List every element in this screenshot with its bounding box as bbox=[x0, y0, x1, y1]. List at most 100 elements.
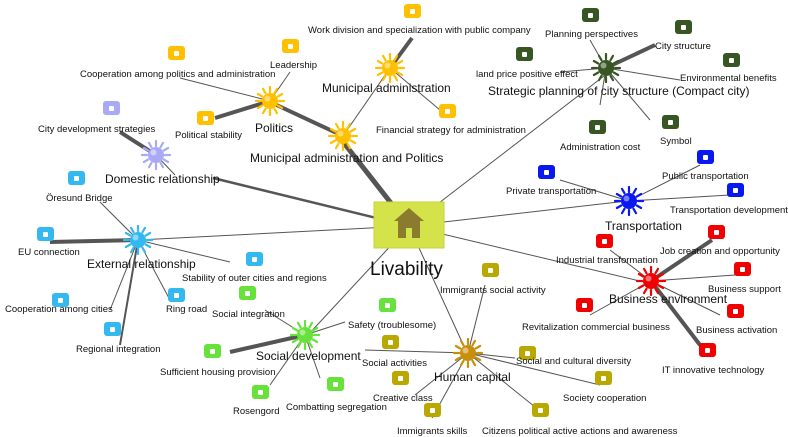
leaf-label: Immigrants social activity bbox=[440, 285, 546, 296]
leaf-label: Business activation bbox=[696, 325, 777, 336]
leaf-label: Rosengord bbox=[233, 406, 279, 417]
leaf-label: Work division and specialization with pu… bbox=[308, 25, 531, 36]
sun-icon bbox=[374, 52, 406, 84]
leaf-label: Society cooperation bbox=[563, 393, 646, 404]
group-label-municipal-politics: Municipal administration and Politics bbox=[250, 151, 443, 165]
leaf-label: Safety (troublesome) bbox=[348, 320, 436, 331]
leaf-label: Private transportation bbox=[506, 186, 596, 197]
connector-line bbox=[559, 179, 630, 202]
leaf-label: Leadership bbox=[270, 60, 317, 71]
connector-line bbox=[109, 239, 139, 311]
connector-line bbox=[137, 239, 231, 263]
tag-icon bbox=[246, 252, 263, 266]
tag-icon bbox=[404, 4, 421, 18]
leaf-label: Social activities bbox=[362, 358, 427, 369]
leaf-label: City structure bbox=[655, 41, 711, 52]
sun-icon bbox=[122, 224, 154, 256]
group-label-human: Human capital bbox=[434, 370, 511, 384]
tag-icon bbox=[727, 304, 744, 318]
leaf-label: Cooperation among cities bbox=[5, 304, 113, 315]
leaf-label: Social integration bbox=[212, 309, 285, 320]
tag-icon bbox=[699, 343, 716, 357]
tag-icon bbox=[439, 104, 456, 118]
leaf-label: Social and cultural diversity bbox=[516, 356, 631, 367]
tag-icon bbox=[392, 371, 409, 385]
tag-icon bbox=[708, 225, 725, 239]
group-label-municipal-admin: Municipal administration bbox=[322, 81, 451, 95]
leaf-label: Ring road bbox=[166, 304, 207, 315]
leaf-label: Immigrants skills bbox=[397, 426, 467, 437]
tag-icon bbox=[532, 403, 549, 417]
tag-icon bbox=[576, 298, 593, 312]
connector-line bbox=[364, 349, 469, 354]
group-label-domestic: Domestic relationship bbox=[105, 172, 220, 186]
leaf-label: Revitalization commercial business bbox=[522, 322, 670, 333]
connector-line bbox=[179, 77, 271, 102]
leaf-label: Sufficient housing provision bbox=[160, 367, 275, 378]
connector-line bbox=[99, 201, 139, 241]
tag-icon bbox=[675, 20, 692, 34]
center-connector bbox=[408, 200, 628, 227]
leaf-label: Creative class bbox=[373, 393, 433, 404]
sun-icon bbox=[254, 85, 286, 117]
tag-icon bbox=[589, 120, 606, 134]
tag-icon bbox=[727, 183, 744, 197]
leaf-label: Business support bbox=[708, 284, 781, 295]
leaf-label: Öresund Bridge bbox=[46, 193, 113, 204]
center-connector bbox=[137, 225, 410, 241]
leaf-label: Environmental benefits bbox=[680, 73, 777, 84]
group-label-strategic-planning: Strategic planning of city structure (Co… bbox=[488, 84, 749, 98]
leaf-label: Industrial transformation bbox=[556, 255, 658, 266]
leaf-label: Stability of outer cities and regions bbox=[182, 273, 327, 284]
connector-line bbox=[467, 352, 546, 416]
connector-line bbox=[119, 239, 139, 346]
tag-icon bbox=[482, 263, 499, 277]
connector-line bbox=[649, 279, 702, 347]
tag-icon bbox=[282, 39, 299, 53]
leaf-label: Administration cost bbox=[560, 142, 641, 153]
leaf-label: Public transportation bbox=[662, 171, 749, 182]
group-label-external: External relationship bbox=[87, 257, 196, 271]
tag-icon bbox=[582, 8, 599, 22]
leaf-label: City development strategies bbox=[38, 124, 155, 135]
group-label-business: Business environment bbox=[609, 292, 728, 306]
tag-icon bbox=[204, 344, 221, 358]
connector-line bbox=[229, 333, 306, 354]
tag-icon bbox=[37, 227, 54, 241]
center-connector bbox=[408, 75, 605, 227]
connector-line bbox=[214, 99, 271, 120]
tag-icon bbox=[252, 385, 269, 399]
group-label-social: Social development bbox=[256, 349, 361, 363]
leaf-label: Planning perspectives bbox=[545, 29, 638, 40]
leaf-label: EU connection bbox=[18, 247, 80, 258]
connector-line bbox=[605, 67, 651, 121]
tag-icon bbox=[103, 101, 120, 115]
tag-icon bbox=[52, 293, 69, 307]
center-title: Livability bbox=[370, 259, 443, 280]
center-connector bbox=[408, 225, 649, 284]
leaf-label: Political stability bbox=[175, 130, 242, 141]
tag-icon bbox=[239, 286, 256, 300]
connector-line bbox=[389, 67, 441, 111]
leaf-label: Symbol bbox=[660, 136, 692, 147]
group-label-politics: Politics bbox=[255, 121, 293, 135]
connector-line bbox=[605, 67, 681, 81]
connector-line bbox=[628, 194, 731, 202]
tag-icon bbox=[723, 53, 740, 67]
connector-line bbox=[342, 67, 391, 137]
leaf-label: Cooperation among politics and administr… bbox=[80, 69, 275, 80]
leaf-label: Citizens political active actions and aw… bbox=[482, 426, 678, 437]
leaf-label: Combatting segregation bbox=[286, 402, 387, 413]
leaf-label: Regional integration bbox=[76, 344, 161, 355]
tag-icon bbox=[104, 322, 121, 336]
leaf-label: land price positive effect bbox=[476, 69, 578, 80]
sun-icon bbox=[289, 319, 321, 351]
tag-icon bbox=[596, 234, 613, 248]
tag-icon bbox=[68, 171, 85, 185]
sun-icon bbox=[140, 139, 172, 171]
tag-icon bbox=[516, 47, 533, 61]
tag-icon bbox=[595, 371, 612, 385]
sun-icon bbox=[327, 120, 359, 152]
